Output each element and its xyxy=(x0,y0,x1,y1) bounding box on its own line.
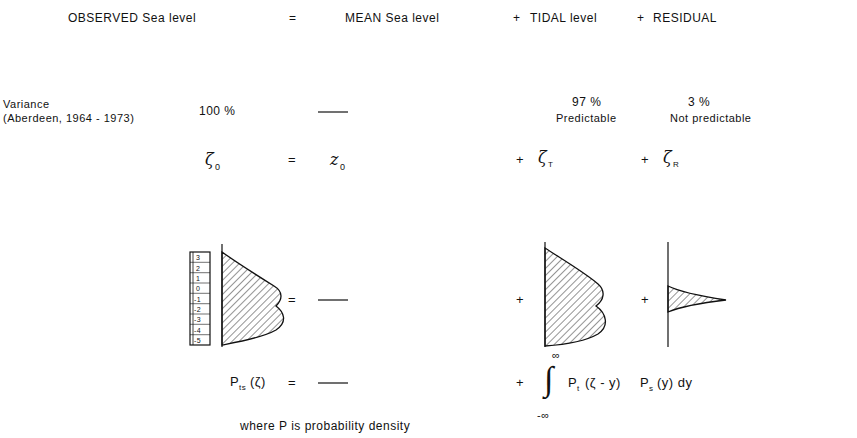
dash-line xyxy=(318,111,348,112)
operator: + xyxy=(637,12,645,24)
subscript: s xyxy=(649,385,654,393)
variance-value: 3 % xyxy=(688,96,710,108)
residual-distribution xyxy=(668,242,726,347)
symbol: (ζ - y) xyxy=(585,376,621,389)
operator: = xyxy=(288,153,296,166)
staff-number: 2 xyxy=(196,265,200,272)
symbol: P xyxy=(568,376,577,389)
subscript: R xyxy=(673,161,679,169)
observed-distribution xyxy=(222,244,284,347)
staff-number: -4 xyxy=(194,327,201,334)
heading-text: MEAN Sea level xyxy=(345,12,439,24)
tide-staff xyxy=(190,252,210,345)
heading-text: TIDAL level xyxy=(530,12,597,24)
operator: + xyxy=(513,12,521,24)
subscript: t xyxy=(577,385,580,393)
integral-limit: -∞ xyxy=(537,410,550,421)
tidal-distribution xyxy=(545,242,605,347)
dash-line xyxy=(318,382,348,383)
staff-number: 0 xyxy=(196,285,200,292)
footnote: where P is probability density xyxy=(240,420,410,432)
operator: + xyxy=(516,153,524,166)
staff-number: -5 xyxy=(194,337,201,344)
subscript: 0 xyxy=(215,163,221,172)
operator: + xyxy=(641,153,649,166)
operator: = xyxy=(289,12,297,24)
row-label: Variance xyxy=(3,99,50,110)
symbol: ζ xyxy=(205,152,214,168)
operator: = xyxy=(288,376,296,389)
row-label: (Aberdeen, 1964 - 1973) xyxy=(3,113,134,124)
symbol: (y) dy xyxy=(657,376,693,389)
symbol: z xyxy=(330,152,338,168)
symbol: ζ xyxy=(538,150,547,166)
variance-value: 97 % xyxy=(572,96,601,108)
staff-number: 1 xyxy=(196,275,200,282)
variance-note: Predictable xyxy=(556,113,617,124)
staff-number: 3 xyxy=(196,254,200,261)
dash-line xyxy=(318,299,348,300)
subscript: T xyxy=(548,161,553,169)
variance-note: Not predictable xyxy=(670,113,752,124)
operator: + xyxy=(516,376,524,389)
symbol: ζ xyxy=(663,150,672,166)
subscript: 0 xyxy=(340,163,346,172)
integral-sign: ∫ xyxy=(544,362,553,396)
staff-number: -1 xyxy=(194,296,201,303)
operator: + xyxy=(516,293,524,306)
heading-text: OBSERVED Sea level xyxy=(68,12,196,24)
integral-limit: ∞ xyxy=(552,350,560,361)
subscript: ts xyxy=(239,384,246,392)
operator: = xyxy=(288,293,296,306)
symbol: P xyxy=(640,376,649,389)
operator: + xyxy=(641,293,649,306)
heading-text: RESIDUAL xyxy=(653,12,717,24)
symbol: P xyxy=(230,375,239,388)
staff-number: -3 xyxy=(194,316,201,323)
variance-value: 100 % xyxy=(199,105,236,117)
symbol: (ζ) xyxy=(250,375,266,388)
staff-number: -2 xyxy=(194,306,201,313)
